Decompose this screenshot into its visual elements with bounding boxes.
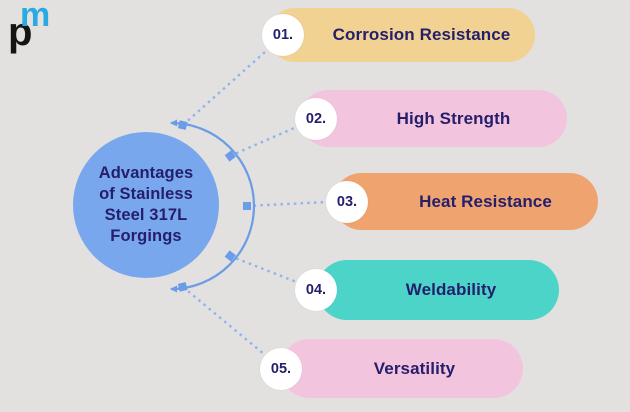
pill-label-4: Weldability	[405, 280, 497, 299]
hub-arc	[170, 119, 256, 293]
number-badge-3: 03.	[326, 180, 368, 223]
pill-label-3: Heat Resistance	[419, 191, 552, 211]
number-badge-5: 05.	[260, 347, 302, 390]
brand-logo: p m	[6, 0, 66, 62]
badge-number: 04.	[305, 282, 327, 298]
dotted-line-4	[229, 254, 318, 292]
badge-number: 03.	[336, 193, 358, 210]
advantage-pill-4: 04. Weldability	[295, 260, 559, 320]
central-title: Advantages of Stainless Steel 317L Forgi…	[98, 164, 194, 245]
number-badge-2: 02.	[295, 97, 337, 140]
logo-letter-m: m	[20, 0, 51, 34]
number-badge-1: 01.	[262, 14, 304, 56]
arc-node-1	[177, 120, 188, 130]
central-circle: Advantages of Stainless Steel 317L Forgi…	[73, 132, 219, 278]
arc-node-3	[243, 202, 251, 210]
arc-node-5	[177, 282, 188, 292]
pill-label-2: High Strength	[396, 108, 511, 128]
advantage-pill-5: 05. Versatility	[260, 339, 523, 398]
badge-number: 05.	[270, 360, 292, 377]
dotted-line-5	[182, 286, 283, 370]
advantage-pill-1: 01. Corrosion Resistance	[262, 8, 535, 62]
advantage-pill-2: 02. High Strength	[295, 90, 567, 147]
logo-letter-p: p	[8, 10, 33, 54]
arc-node-2	[224, 150, 236, 162]
advantage-pill-3: 03. Heat Resistance	[326, 173, 598, 230]
pill-label-1: Corrosion Resistance	[332, 25, 511, 44]
arc-node-4	[224, 250, 236, 262]
dotted-line-2	[229, 116, 318, 158]
number-badge-4: 04.	[295, 269, 337, 311]
badge-number: 02.	[305, 110, 327, 127]
dotted-line-1	[182, 34, 285, 126]
badge-number: 01.	[272, 27, 294, 43]
pill-label-5: Versatility	[373, 358, 456, 378]
